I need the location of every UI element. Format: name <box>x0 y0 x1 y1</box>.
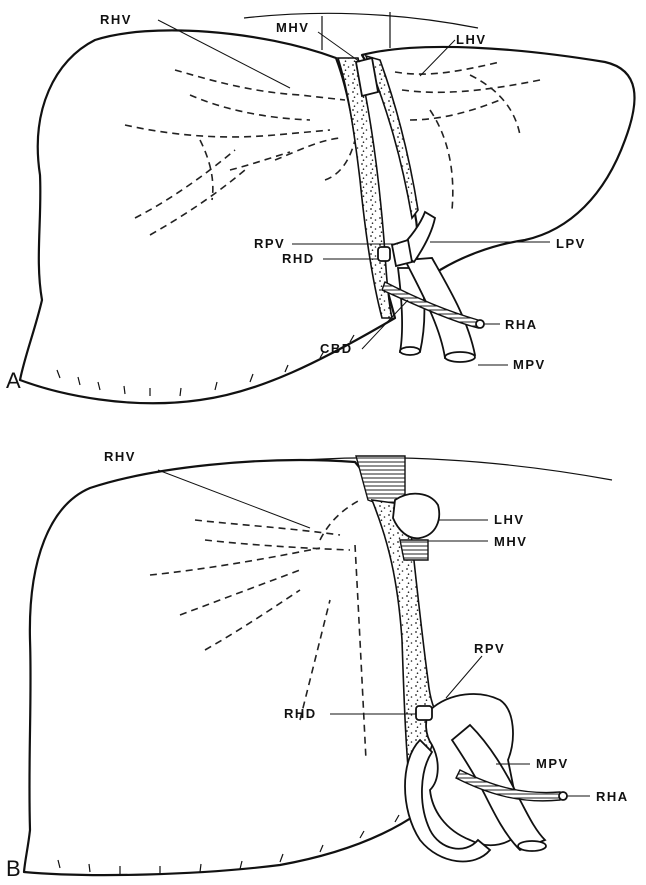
rhd-stump-a <box>378 247 390 261</box>
label-lhv-b: LHV <box>494 512 525 527</box>
rhd-stump-b <box>416 706 432 720</box>
panel-letter-a: A <box>6 368 21 393</box>
label-rhv-a: RHV <box>100 12 132 27</box>
panel-b: RHV LHV MHV RPV RHD MPV RHA B <box>6 449 629 881</box>
ivc-top-a <box>322 12 390 50</box>
mpv-end-a <box>445 352 475 362</box>
label-rha-a: RHA <box>505 317 538 332</box>
panel-a: RHV MHV LHV RPV LPV RHD RHA CBD MPV A <box>6 12 635 403</box>
label-rpv-b: RPV <box>474 641 505 656</box>
label-rhv-b: RHV <box>104 449 136 464</box>
label-rhd-b: RHD <box>284 706 317 721</box>
panel-letter-b: B <box>6 856 21 881</box>
leader-rpv-b <box>446 656 482 698</box>
label-cbd-a: CBD <box>320 341 353 356</box>
rha-end-b <box>559 792 567 800</box>
label-mpv-b: MPV <box>536 756 569 771</box>
label-rpv-a: RPV <box>254 236 285 251</box>
label-lhv-a: LHV <box>456 32 487 47</box>
mpv-end-b <box>518 841 546 851</box>
label-rha-b: RHA <box>596 789 629 804</box>
cbd-end-a <box>400 347 420 355</box>
mhv-hatch-b <box>400 540 428 560</box>
label-mpv-a: MPV <box>513 357 546 372</box>
label-rhd-a: RHD <box>282 251 315 266</box>
label-mhv-b: MHV <box>494 534 527 549</box>
rha-end-a <box>476 320 484 328</box>
label-mhv-a: MHV <box>276 20 309 35</box>
label-lpv-a: LPV <box>556 236 586 251</box>
